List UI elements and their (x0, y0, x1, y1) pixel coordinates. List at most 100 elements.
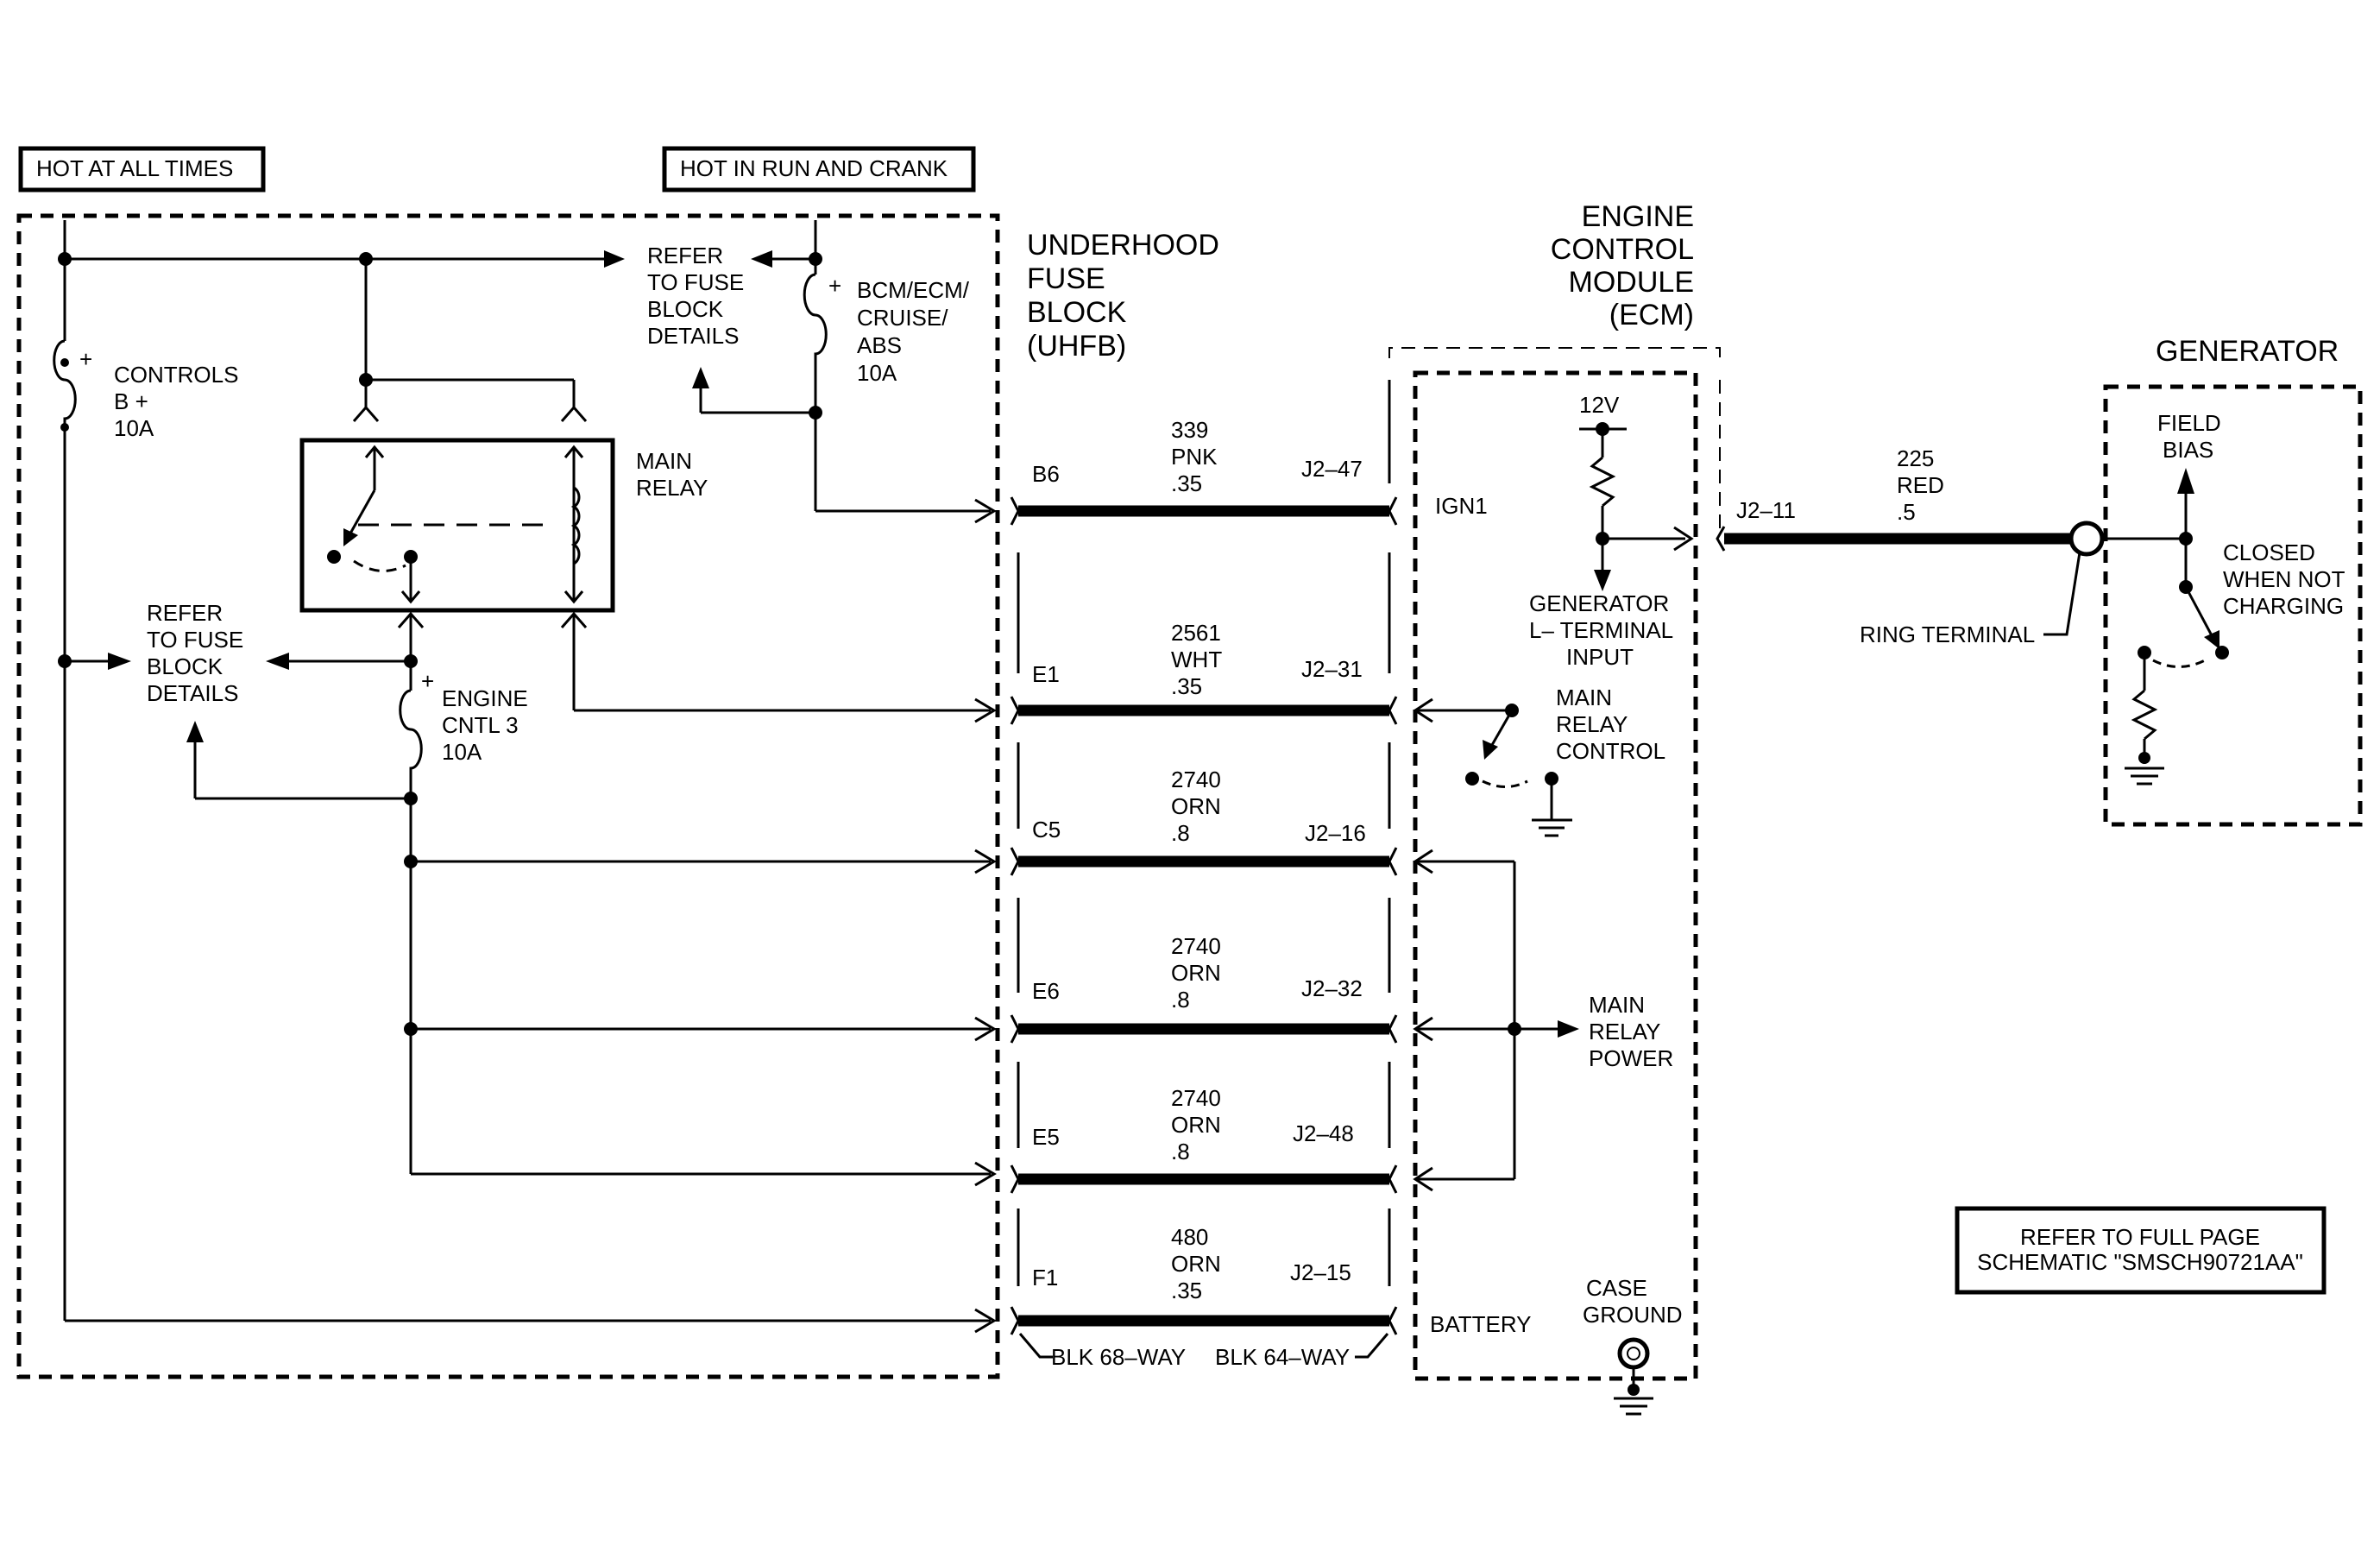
svg-text:MAIN: MAIN (1589, 992, 1645, 1018)
generator-internals: FIELD BIAS CLOSED WHEN NOT CHARGING (2102, 410, 2345, 786)
svg-text:RELAY: RELAY (1589, 1019, 1660, 1044)
svg-text:J2–16: J2–16 (1305, 820, 1366, 846)
svg-text:10A: 10A (114, 415, 154, 441)
svg-text:J2–31: J2–31 (1301, 656, 1363, 682)
svg-text:BLOCK: BLOCK (147, 653, 224, 679)
svg-text:2740: 2740 (1171, 1085, 1221, 1111)
svg-text:POWER: POWER (1589, 1045, 1673, 1071)
svg-text:BLOCK: BLOCK (1027, 296, 1127, 329)
svg-text:.8: .8 (1171, 1139, 1190, 1164)
controls-fuse: + (53, 339, 92, 432)
relay-feed-wiring (352, 259, 588, 422)
svg-text:339: 339 (1171, 417, 1208, 443)
svg-text:REFER TO FULL PAGE: REFER TO FULL PAGE (2020, 1224, 2260, 1250)
svg-text:BCM/ECM/: BCM/ECM/ (857, 277, 970, 303)
ecm-outer-boundary (1388, 347, 1721, 358)
hot-in-run-and-crank-box: HOT IN RUN AND CRANK (662, 146, 976, 192)
svg-text:+: + (79, 346, 92, 372)
circuit-row-c5: C5 2740 ORN .8 J2–16 (1010, 767, 1398, 876)
svg-text:B6: B6 (1032, 461, 1060, 487)
svg-text:J2–15: J2–15 (1290, 1259, 1351, 1285)
svg-text:BIAS: BIAS (2163, 437, 2213, 463)
svg-text:ORN: ORN (1171, 1251, 1221, 1277)
svg-text:ABS: ABS (857, 332, 902, 358)
svg-text:WHT: WHT (1171, 647, 1222, 672)
hot-at-all-times-label: HOT AT ALL TIMES (36, 155, 233, 181)
svg-text:WHEN NOT: WHEN NOT (2223, 566, 2345, 592)
b-plus-feed-wiring (63, 220, 997, 1334)
main-relay-label: MAIN RELAY (636, 448, 708, 501)
svg-text:ENGINE: ENGINE (1582, 200, 1694, 233)
svg-text:+: + (828, 273, 841, 299)
svg-text:RED: RED (1897, 472, 1944, 498)
svg-text:REFER: REFER (147, 600, 223, 626)
case-ground: CASE GROUND (1583, 1275, 1683, 1416)
svg-text:E5: E5 (1032, 1124, 1060, 1150)
hot-at-all-times-box: HOT AT ALL TIMES (18, 146, 266, 192)
generator-l-terminal-circuit: 12V GENERATOR L– TERMINAL INPUT (1529, 392, 1694, 670)
connector-bodies: BLK 68–WAY BLK 64–WAY (1017, 380, 1391, 1370)
svg-text:2740: 2740 (1171, 767, 1221, 792)
svg-text:.35: .35 (1171, 673, 1202, 699)
svg-text:2561: 2561 (1171, 620, 1221, 646)
controls-fuse-label: CONTROLS B + 10A (114, 362, 238, 441)
blk-64-way-label: BLK 64–WAY (1215, 1344, 1350, 1370)
main-relay (299, 438, 615, 613)
svg-text:FIELD: FIELD (2157, 410, 2221, 436)
svg-text:J2–32: J2–32 (1301, 975, 1363, 1001)
circuit-row-f1: F1 480 ORN .35 J2–15 (1010, 1224, 1398, 1335)
svg-text:MODULE: MODULE (1569, 266, 1694, 299)
svg-text:MAIN: MAIN (636, 448, 692, 474)
generator-title: GENERATOR (2156, 335, 2339, 368)
svg-text:RELAY: RELAY (1556, 711, 1628, 737)
svg-text:RING TERMINAL: RING TERMINAL (1860, 622, 2035, 647)
main-relay-power-circuit: MAIN RELAY POWER (1413, 849, 1673, 1192)
svg-text:INPUT: INPUT (1566, 644, 1634, 670)
uhfb-title: UNDERHOOD FUSE BLOCK (UHFB) (1027, 229, 1219, 363)
svg-text:CONTROLS: CONTROLS (114, 362, 238, 388)
svg-text:(UHFB): (UHFB) (1027, 330, 1126, 363)
svg-text:480: 480 (1171, 1224, 1208, 1250)
svg-text:E6: E6 (1032, 978, 1060, 1004)
run-crank-feed-wiring: + (692, 220, 997, 524)
svg-text:.35: .35 (1171, 470, 1202, 496)
svg-text:GROUND: GROUND (1583, 1302, 1683, 1328)
svg-text:.8: .8 (1171, 820, 1190, 846)
main-relay-control-switch: MAIN RELAY CONTROL (1413, 685, 1665, 837)
refer-full-page-box: REFER TO FULL PAGE SCHEMATIC "SMSCH90721… (1955, 1206, 2326, 1295)
engine-fuse-label: ENGINE CNTL 3 10A (442, 685, 528, 765)
svg-text:225: 225 (1897, 445, 1934, 471)
svg-text:ENGINE: ENGINE (442, 685, 528, 711)
svg-text:BLOCK: BLOCK (647, 296, 724, 322)
circuit-row-b6: B6 339 PNK .35 J2–47 (1010, 417, 1398, 526)
j2-11-label: J2–11 (1736, 497, 1796, 523)
svg-text:+: + (421, 668, 434, 694)
svg-text:12V: 12V (1579, 392, 1620, 418)
svg-text:(ECM): (ECM) (1609, 299, 1694, 331)
svg-text:PNK: PNK (1171, 444, 1218, 470)
svg-text:UNDERHOOD: UNDERHOOD (1027, 229, 1219, 262)
svg-text:GENERATOR: GENERATOR (1529, 590, 1669, 616)
svg-text:RELAY: RELAY (636, 475, 708, 501)
svg-text:CONTROL: CONTROL (1551, 233, 1694, 266)
svg-text:E1: E1 (1032, 661, 1060, 687)
svg-text:F1: F1 (1032, 1265, 1058, 1290)
svg-text:MAIN: MAIN (1556, 685, 1612, 710)
ecm-title: ENGINE CONTROL MODULE (ECM) (1551, 200, 1694, 331)
refer-fuse-block-top: REFER TO FUSE BLOCK DETAILS (647, 243, 744, 349)
svg-text:C5: C5 (1032, 817, 1061, 842)
ecm-boundary (1413, 370, 1698, 1381)
svg-text:10A: 10A (857, 360, 897, 386)
svg-text:2740: 2740 (1171, 933, 1221, 959)
generator-l-wire: J2–11 225 RED .5 (1716, 445, 2071, 552)
svg-text:10A: 10A (442, 739, 482, 765)
blk-68-way-label: BLK 68–WAY (1051, 1344, 1186, 1370)
circuit-row-e6: E6 2740 ORN .8 J2–32 (1010, 933, 1398, 1044)
svg-text:CRUISE/: CRUISE/ (857, 305, 948, 331)
svg-text:REFER: REFER (647, 243, 723, 268)
battery-label: BATTERY (1430, 1311, 1532, 1337)
fuse-block-boundary (16, 213, 1000, 1379)
ign1-label: IGN1 (1435, 493, 1488, 519)
